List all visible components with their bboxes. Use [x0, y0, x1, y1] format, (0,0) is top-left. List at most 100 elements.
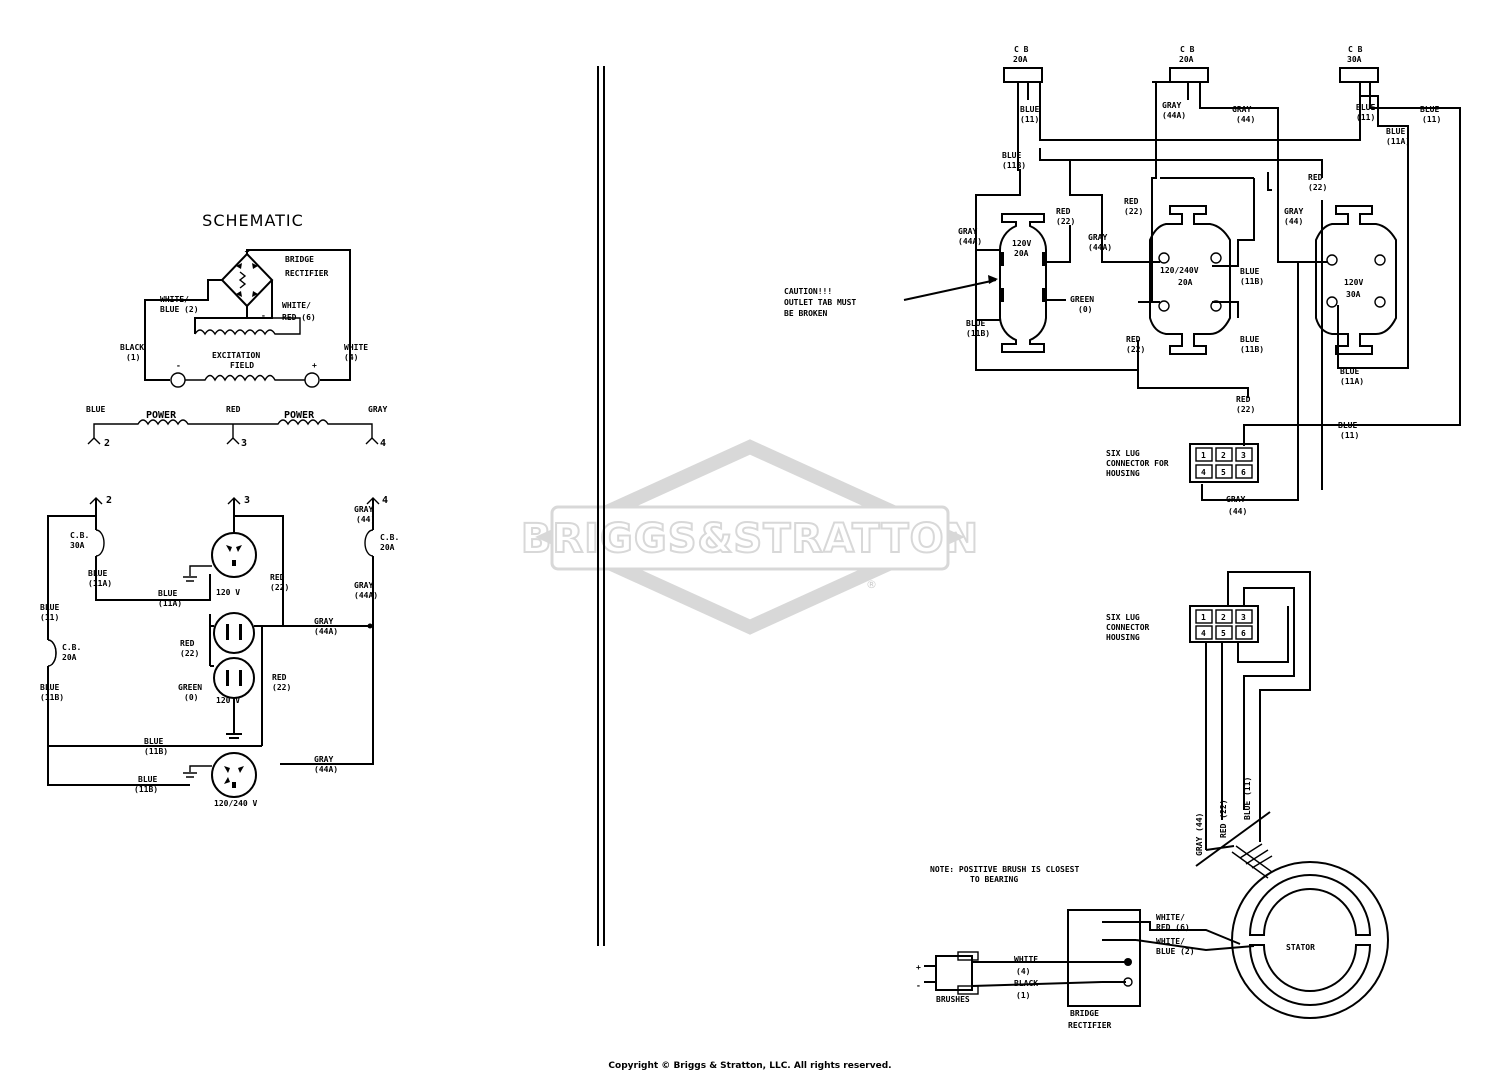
- schematic-low-term-4: 4: [382, 495, 388, 506]
- w-blue11-2a: BLUE: [1356, 103, 1375, 112]
- w-blue11b-3b: (11B): [966, 329, 990, 338]
- brushes-label: BRUSHES: [936, 995, 970, 1004]
- caution-line-1: CAUTION!!!: [784, 287, 832, 296]
- caution-line-2: OUTLET TAB MUST: [784, 298, 856, 307]
- w-blue11-1a: BLUE: [1020, 105, 1039, 114]
- w-red22-5a: RED: [1236, 395, 1251, 404]
- lug1-1: 1: [1201, 451, 1206, 460]
- w-red22-1a: RED: [1308, 173, 1323, 182]
- w-white4-2: (4): [1016, 967, 1030, 976]
- schematic-power-2: POWER: [284, 410, 315, 421]
- six-lug-1-line1: SIX LUG: [1106, 449, 1140, 458]
- schematic-white-blue-2: BLUE (2): [160, 305, 199, 314]
- schematic-term-2: 2: [104, 438, 110, 449]
- lug1-5: 5: [1221, 468, 1226, 477]
- schematic-low-term-3: 3: [244, 495, 250, 506]
- schematic-gray44a-a1: GRAY: [354, 581, 373, 590]
- bridge-label-1: BRIDGE: [1070, 1009, 1099, 1018]
- schematic-blue11-1: BLUE: [40, 603, 59, 612]
- outlet3-amps: 30A: [1346, 290, 1361, 299]
- schematic-bridge-label-1: BRIDGE: [285, 255, 314, 264]
- schematic-white-red-1: WHITE/: [282, 301, 311, 310]
- schematic-white-red-2: RED (6): [282, 313, 316, 322]
- schematic-duplex-bottom: [213, 657, 255, 699]
- w-blue11a-2a: BLUE: [1340, 367, 1359, 376]
- schematic-cb20-l2: 20A: [62, 653, 77, 662]
- lug2-2: 2: [1221, 613, 1226, 622]
- schematic-outlet-circuit: 2 3 4 C.B. 30A BLUE (11A) BLUE (11A) 120…: [40, 495, 399, 808]
- schematic: SCHEMATIC + - BRIDGE RECTIFIER WHITE/ BL…: [40, 211, 399, 808]
- caution-line-3: BE BROKEN: [784, 309, 828, 318]
- schematic-white-blue-1: WHITE/: [160, 295, 189, 304]
- w-blue11-1b: (11): [1020, 115, 1039, 124]
- schematic-twistlock-240v: [211, 752, 257, 798]
- lug2-1: 1: [1201, 613, 1206, 622]
- cb3-rating: 30A: [1347, 55, 1362, 64]
- schematic-gray44a-c2: (44A): [314, 765, 338, 774]
- lug2-3: 3: [1241, 613, 1246, 622]
- six-lug-1-line2: CONNECTOR FOR: [1106, 459, 1169, 468]
- schematic-blue11a-b2: (11A): [158, 599, 182, 608]
- schematic-blue11a-b1: BLUE: [158, 589, 177, 598]
- w-gray44a-1a: GRAY: [1162, 101, 1181, 110]
- schematic-twistlock-120v: [211, 532, 257, 578]
- outlet-120v-30a: 120V 30A: [1315, 205, 1397, 355]
- wiring-panel: C B 20A C B 20A C B 30A BLUE (11) BLUE (…: [784, 45, 1461, 1030]
- schematic-blue11b-m1: BLUE: [144, 737, 163, 746]
- bridge-rectifier-block: BRIDGE RECTIFIER WHITE/ RED (6) WHITE/ B…: [1067, 909, 1255, 1030]
- w-gray44a-1b: (44A): [1162, 111, 1186, 120]
- brush-plus: +: [916, 963, 921, 972]
- w-white-red-2: RED (6): [1156, 923, 1190, 932]
- six-lug-2-line2: CONNECTOR: [1106, 623, 1150, 632]
- schematic-term-4: 4: [380, 438, 386, 449]
- lug1-3: 3: [1241, 451, 1246, 460]
- w-red22-4a: RED: [1126, 335, 1141, 344]
- schematic-red22-b2: (22): [180, 649, 199, 658]
- w-white4-1: WHITE: [1014, 955, 1038, 964]
- svg-text:-: -: [261, 311, 266, 320]
- cb1-rating: 20A: [1013, 55, 1028, 64]
- outlet2-amps: 20A: [1178, 278, 1193, 287]
- w-blue11b-1b: (11B): [1002, 161, 1026, 170]
- schematic-duplex-top: [213, 612, 255, 654]
- w-green0-a: GREEN: [1070, 295, 1094, 304]
- watermark-brand: BRIGGS&STRATTON: [521, 516, 979, 562]
- w-blue11b-2b: (11B): [1240, 277, 1264, 286]
- note-line-2: TO BEARING: [970, 875, 1018, 884]
- w-blue11b-4a: BLUE: [1240, 335, 1259, 344]
- schematic-blue11-2: (11): [40, 613, 59, 622]
- schematic-blue11b-l1: BLUE: [40, 683, 59, 692]
- schematic-term-3: 3: [241, 438, 247, 449]
- schematic-bridge-rectifier: + - BRIDGE RECTIFIER: [220, 247, 329, 320]
- brush-minus: -: [916, 981, 921, 990]
- schematic-green0-1: GREEN: [178, 683, 202, 692]
- w-blue11-4a: BLUE: [1338, 421, 1357, 430]
- w-blue11-3b: (11): [1422, 115, 1441, 124]
- cb2-label: C B: [1180, 45, 1195, 54]
- w-red22-4b: (22): [1126, 345, 1145, 354]
- six-lug-connector-1: 1 2 3 4 5 6 SIX LUG CONNECTOR FOR HOUSIN…: [1106, 443, 1259, 483]
- brand-watermark: BRIGGS&STRATTON ®: [520, 439, 979, 635]
- w-red22-3a: RED: [1056, 207, 1071, 216]
- panel-divider: [597, 66, 605, 946]
- w-blue11-4b: (11): [1340, 431, 1359, 440]
- schematic-red22-c1: RED: [272, 673, 287, 682]
- outlet-120-240v-20a: 120/240V 20A: [1138, 205, 1239, 355]
- schematic-blue11b-l2: (11B): [40, 693, 64, 702]
- schematic-v120-a: 120 V: [216, 588, 240, 597]
- cb-20a-1: C B 20A: [1003, 45, 1043, 83]
- w-blue11b-2a: BLUE: [1240, 267, 1259, 276]
- schematic-red22-a2: (22): [270, 583, 289, 592]
- six-lug-2-line3: HOUSING: [1106, 633, 1140, 642]
- w-gray44-3a: GRAY: [1226, 495, 1245, 504]
- lead-red-22: RED (22): [1219, 799, 1228, 838]
- lead-gray-44: GRAY (44): [1195, 813, 1204, 856]
- schematic-blue11b-n2: (11B): [134, 785, 158, 794]
- six-lug-connector-2: 1 2 3 4 5 6 SIX LUG CONNECTOR HOUSING: [1106, 571, 1311, 850]
- schematic-cb20-r2: 20A: [380, 543, 395, 552]
- w-blue11-2b: (11): [1356, 113, 1375, 122]
- schematic-title: SCHEMATIC: [202, 211, 304, 230]
- w-blue11b-3a: BLUE: [966, 319, 985, 328]
- six-lug-2-line1: SIX LUG: [1106, 613, 1140, 622]
